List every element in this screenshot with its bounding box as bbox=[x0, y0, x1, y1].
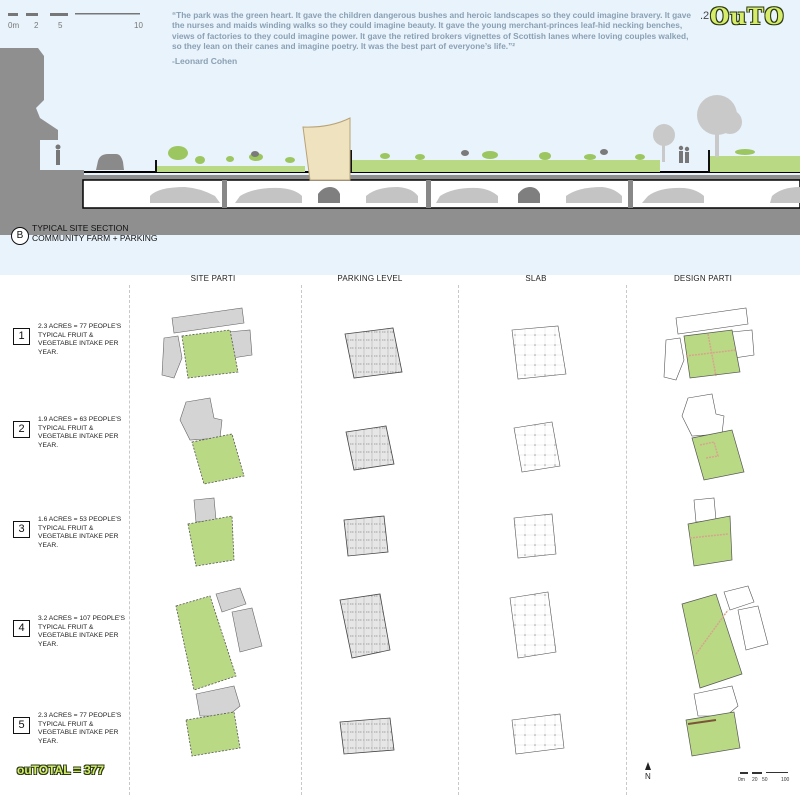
quote-author: -Leonard Cohen bbox=[172, 56, 238, 66]
site-parti-4 bbox=[175, 587, 263, 691]
site-section-panel bbox=[0, 0, 800, 275]
column-divider bbox=[626, 285, 627, 795]
site-section-drawing bbox=[0, 13, 800, 235]
row-text-1: 2.3 ACRES = 77 PEOPLE'S TYPICAL FRUIT & … bbox=[38, 323, 122, 356]
parking-level-5 bbox=[339, 717, 395, 755]
left-building bbox=[0, 48, 84, 176]
bottom-scale-tick-100: 100 bbox=[781, 777, 790, 783]
scale-tick-0: 0m bbox=[8, 21, 20, 30]
design-parti-4 bbox=[681, 585, 769, 689]
pavilion-wall bbox=[302, 117, 351, 181]
row-text-4: 3.2 ACRES = 107 PEOPLE'S TYPICAL FRUIT &… bbox=[38, 615, 125, 648]
row-number-4: 4 bbox=[13, 620, 30, 637]
site-parti-1 bbox=[161, 307, 253, 379]
section-scale-bar bbox=[8, 13, 140, 16]
site-parti-5 bbox=[185, 685, 241, 757]
row-number-3: 3 bbox=[13, 521, 30, 538]
slab-4 bbox=[509, 591, 557, 659]
design-parti-5 bbox=[685, 685, 741, 757]
column-divider bbox=[129, 285, 130, 795]
column-header-design-parti: DESIGN PARTI bbox=[673, 274, 733, 283]
section-title: TYPICAL SITE SECTION COMMUNITY FARM + PA… bbox=[32, 223, 158, 243]
section-marker: B bbox=[11, 227, 29, 245]
scale-tick-5: 5 bbox=[58, 21, 63, 30]
parking-level-1 bbox=[344, 327, 403, 379]
bottom-scale-tick-50: 50 bbox=[762, 777, 768, 783]
bottom-scale-tick-0: 0m bbox=[738, 777, 745, 783]
slab-3 bbox=[513, 513, 557, 559]
column-header-slab: SLAB bbox=[525, 274, 547, 283]
logo: OuTO bbox=[710, 4, 785, 30]
slab-5 bbox=[511, 713, 565, 755]
column-divider bbox=[301, 285, 302, 795]
row-text-2: 1.9 ACRES = 63 PEOPLE'S TYPICAL FRUIT & … bbox=[38, 416, 122, 449]
design-parti-1 bbox=[663, 307, 755, 381]
design-parti-2 bbox=[681, 393, 745, 481]
column-header-parking-level: PARKING LEVEL bbox=[337, 274, 403, 283]
parking-level-2 bbox=[345, 425, 395, 471]
site-parti-2 bbox=[179, 397, 245, 485]
bottom-scale-tick-20: 20 bbox=[752, 777, 758, 783]
site-parti-3 bbox=[187, 497, 235, 567]
row-text-3: 1.6 ACRES = 53 PEOPLE'S TYPICAL FRUIT & … bbox=[38, 516, 122, 549]
column-header-site-parti: SITE PARTI bbox=[190, 274, 236, 283]
row-text-5: 2.3 ACRES = 77 PEOPLE'S TYPICAL FRUIT & … bbox=[38, 712, 122, 745]
scale-tick-10: 10 bbox=[134, 21, 143, 30]
section-title-line2: COMMUNITY FARM + PARKING bbox=[32, 233, 158, 243]
column-divider bbox=[458, 285, 459, 795]
page-number: .2 bbox=[700, 10, 710, 22]
parking-level-3 bbox=[343, 515, 389, 557]
row-number-2: 2 bbox=[13, 421, 30, 438]
parking-level-4 bbox=[339, 593, 391, 659]
bottom-scale-bar bbox=[740, 772, 788, 774]
slab-2 bbox=[513, 421, 561, 473]
north-label: N bbox=[645, 772, 651, 781]
scale-tick-2: 2 bbox=[34, 21, 39, 30]
total-count: ouTOTAL = 377 bbox=[17, 763, 105, 777]
design-parti-3 bbox=[687, 497, 733, 567]
row-number-5: 5 bbox=[13, 717, 30, 734]
north-arrow-icon bbox=[645, 762, 651, 770]
row-number-1: 1 bbox=[13, 328, 30, 345]
slab-1 bbox=[511, 325, 567, 380]
quote-text: “The park was the green heart. It gave t… bbox=[172, 10, 692, 51]
section-title-line1: TYPICAL SITE SECTION bbox=[32, 223, 129, 233]
